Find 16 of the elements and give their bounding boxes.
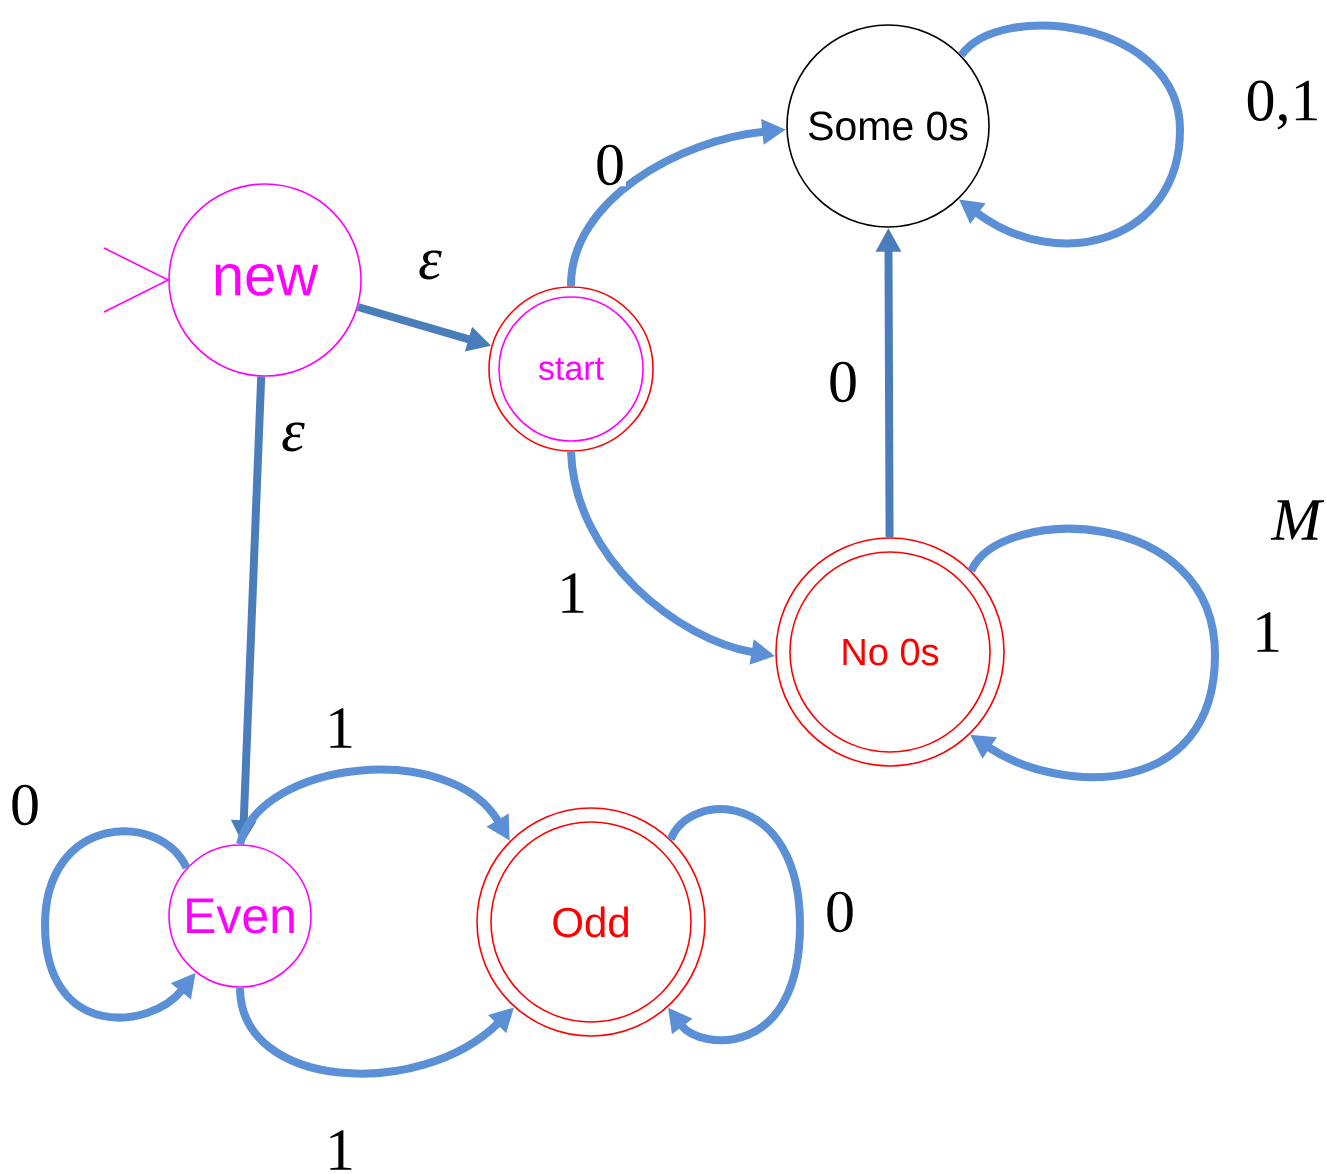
edge-label: ε [417,249,443,281]
edge-label: 0 [9,783,41,827]
arrow [236,765,510,846]
edge-label: 1 [324,1129,356,1171]
edge-label: 0 [827,360,859,404]
loop-arrow [967,525,1219,781]
edge-label: 0,1 [1244,79,1322,131]
edge-label: 1 [556,572,588,614]
edge-label: ε [280,421,306,453]
edge-label: 0 [824,890,856,934]
edge-label: 1 [1251,611,1283,653]
loop-arrow [667,805,804,1045]
edge-label: 0 [594,143,626,187]
edge-label: 1 [324,707,356,749]
loop-arrow [958,21,1184,248]
variable-label: M [1270,500,1325,540]
